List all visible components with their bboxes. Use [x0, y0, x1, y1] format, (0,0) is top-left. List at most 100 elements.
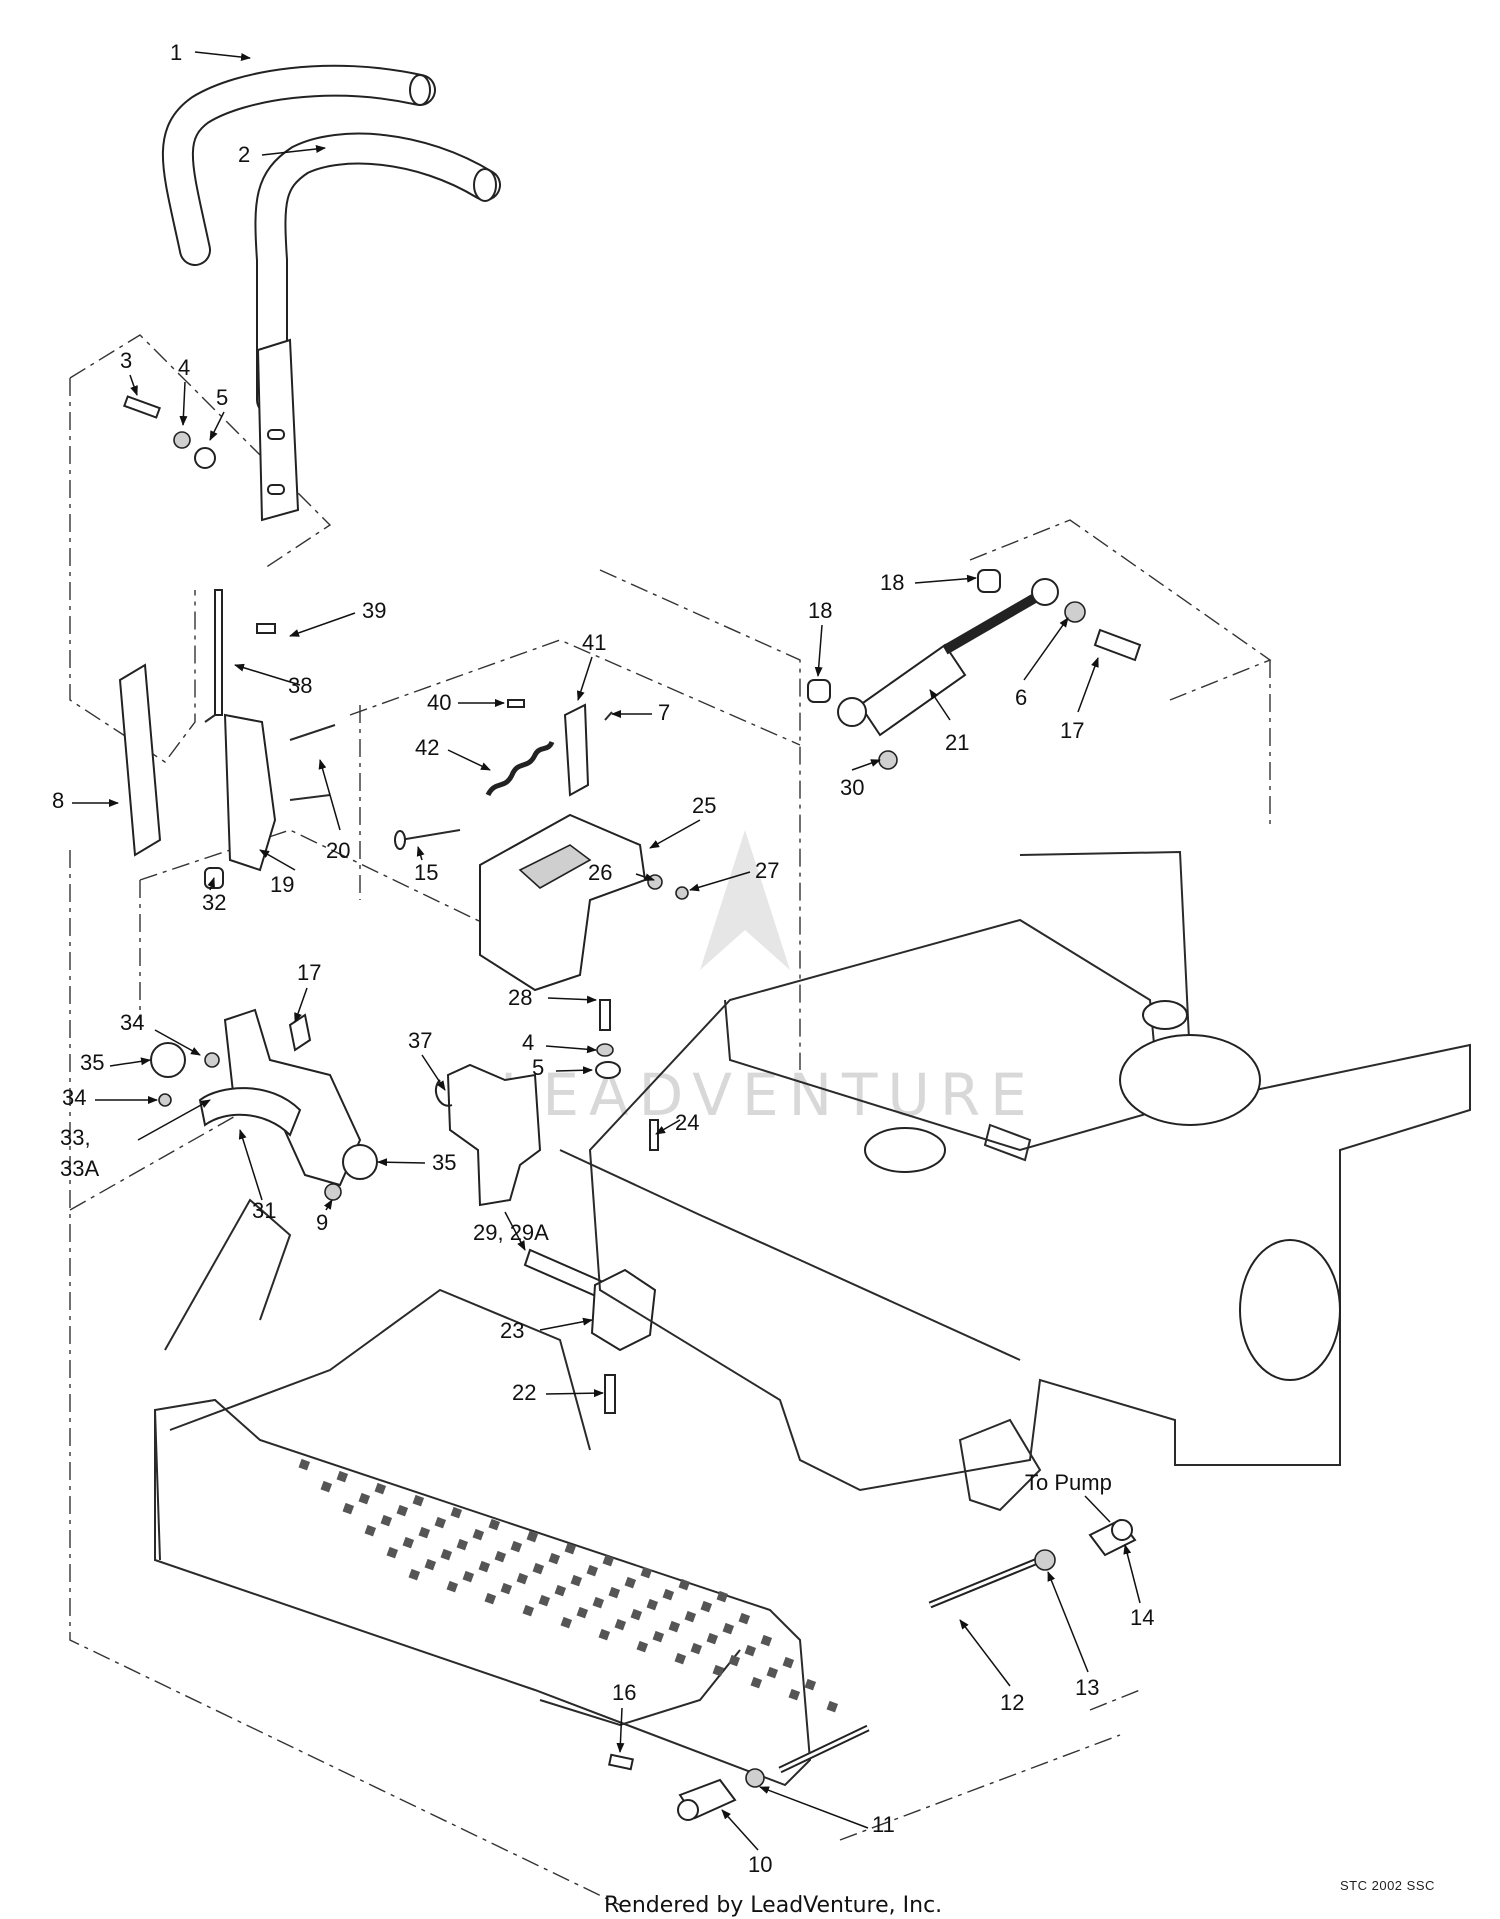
callout-18a: 18 [880, 570, 904, 595]
leader-arrow [207, 877, 215, 891]
leader-arrow [545, 1045, 597, 1054]
leader-arrow [959, 1619, 1011, 1687]
washer-6 [1064, 601, 1086, 623]
bolt-17a [1093, 628, 1142, 662]
footplate-upper-rail [169, 1288, 591, 1451]
callout-19: 19 [270, 872, 294, 897]
lower-handle-outline [254, 132, 501, 416]
grate-hole [722, 1622, 735, 1635]
grate-hole [592, 1596, 605, 1609]
callout-34a: 34 [120, 1010, 144, 1035]
bracket-25-slot [518, 844, 592, 889]
callout-24: 24 [675, 1110, 699, 1135]
grate-hole [424, 1558, 437, 1571]
leader-arrow [416, 846, 425, 861]
callout-5b: 5 [532, 1055, 544, 1080]
pin-17b [288, 1013, 312, 1052]
grate-hole [640, 1566, 653, 1579]
grate-hole [402, 1536, 415, 1549]
pivot-tube-31 [198, 1087, 302, 1137]
grate-hole [766, 1666, 779, 1679]
callout-33A: 33A [60, 1156, 99, 1181]
boundary-rod-link [1089, 1689, 1141, 1711]
callout-12: 12 [1000, 1690, 1024, 1715]
leader-lines [72, 51, 1141, 1851]
callout-18b: 18 [808, 598, 832, 623]
grate-hole [598, 1628, 611, 1641]
boundary-rod-link-low [839, 1734, 1121, 1841]
bolt-39 [256, 623, 276, 634]
callout-13: 13 [1075, 1675, 1099, 1700]
grate-hole [712, 1664, 725, 1677]
frame-hole-small [1142, 1000, 1188, 1030]
nut-13 [1034, 1549, 1056, 1571]
plate-19 [223, 713, 277, 872]
callout-32: 32 [202, 890, 226, 915]
bolt-22 [604, 1374, 616, 1414]
grate-hole [526, 1530, 539, 1543]
grate-hole [760, 1634, 773, 1647]
washer-4b [596, 1043, 614, 1057]
callout-31: 31 [252, 1198, 276, 1223]
leader-arrow [689, 871, 751, 892]
grate-hole [364, 1524, 377, 1537]
frame-hole-center [864, 1127, 946, 1173]
grate-hole [804, 1678, 817, 1691]
linkage [608, 1518, 1137, 1821]
footplate-grate [298, 1458, 839, 1713]
bushing-35b [342, 1144, 378, 1180]
leader-arrow [259, 849, 296, 871]
diagram-code: STC 2002 SSC [1340, 1878, 1435, 1893]
pin-7 [604, 711, 613, 721]
grate-hole [358, 1492, 371, 1505]
callout-17a: 17 [1060, 718, 1084, 743]
callout-22: 22 [512, 1380, 536, 1405]
grate-hole [706, 1632, 719, 1645]
mid-hardware [595, 999, 659, 1151]
grate-hole [450, 1506, 463, 1519]
leader-arrow [137, 1099, 211, 1141]
to-pump-leader [1084, 1495, 1111, 1523]
handle-hardware [123, 395, 216, 469]
callout-35b: 35 [432, 1150, 456, 1175]
frame-body [588, 918, 1471, 1492]
lower-handle-end [473, 168, 497, 202]
bracket-41 [563, 703, 590, 797]
grate-hole [434, 1516, 447, 1529]
grate-hole [750, 1676, 763, 1689]
boundary-left-main [69, 850, 621, 1906]
grate-hole [462, 1570, 475, 1583]
pin-15-shaft [399, 829, 461, 841]
leader-arrow [238, 1129, 263, 1201]
footplate-edge [154, 1409, 161, 1561]
bolt-24 [649, 1119, 659, 1151]
callout-39: 39 [362, 598, 386, 623]
callout-1: 1 [170, 40, 182, 65]
footplate [154, 1198, 839, 1787]
grate-hole [738, 1612, 751, 1625]
rod-12-hi [929, 1558, 1041, 1607]
bolt-20a [289, 724, 336, 741]
callout-27: 27 [755, 858, 779, 883]
callout-15: 15 [414, 860, 438, 885]
grate-hole [494, 1550, 507, 1563]
callout-33: 33, [60, 1125, 91, 1150]
pin-15-head [394, 830, 406, 850]
leader-arrow [649, 819, 701, 849]
leader-arrow [721, 1809, 759, 1851]
grate-hole [472, 1528, 485, 1541]
grate-hole [510, 1540, 523, 1553]
leader-arrow [421, 1054, 446, 1091]
callout-6: 6 [1015, 685, 1027, 710]
callout-29: 29, 29A [473, 1220, 549, 1245]
leader-arrow [209, 411, 225, 441]
handle-slot [267, 429, 285, 440]
gas-spring-21-eye-high [1031, 578, 1059, 606]
callout-21: 21 [945, 730, 969, 755]
callout-23: 23 [500, 1318, 524, 1343]
nut-34b [158, 1093, 172, 1107]
leader-arrow [851, 759, 881, 771]
grate-hole [380, 1514, 393, 1527]
